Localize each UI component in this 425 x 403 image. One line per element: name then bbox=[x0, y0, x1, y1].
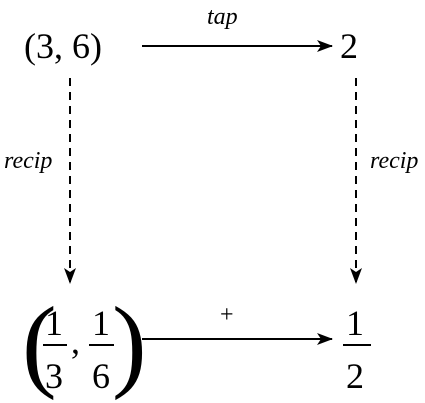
frac1-denominator: 3 bbox=[45, 356, 63, 396]
node-top-right: 2 bbox=[340, 26, 358, 66]
frac2-denominator: 6 bbox=[92, 356, 110, 396]
node-bottom-left: ( 1 3 , 1 6 ) bbox=[22, 286, 147, 401]
open-paren: ( bbox=[22, 286, 57, 401]
edge-bottom-label: + bbox=[220, 302, 234, 328]
frac2-numerator: 1 bbox=[92, 303, 110, 343]
node-bottom-right: 1 2 bbox=[343, 303, 371, 396]
comma: , bbox=[71, 321, 80, 361]
edge-top-label: tap bbox=[207, 4, 238, 30]
frac-result-numerator: 1 bbox=[346, 303, 364, 343]
frac1-numerator: 1 bbox=[45, 303, 63, 343]
edge-left-label: recip bbox=[4, 148, 52, 174]
edge-right-label: recip bbox=[370, 148, 418, 174]
close-paren: ) bbox=[112, 286, 147, 401]
frac-result-denominator: 2 bbox=[346, 356, 364, 396]
node-top-left: (3, 6) bbox=[24, 26, 102, 66]
